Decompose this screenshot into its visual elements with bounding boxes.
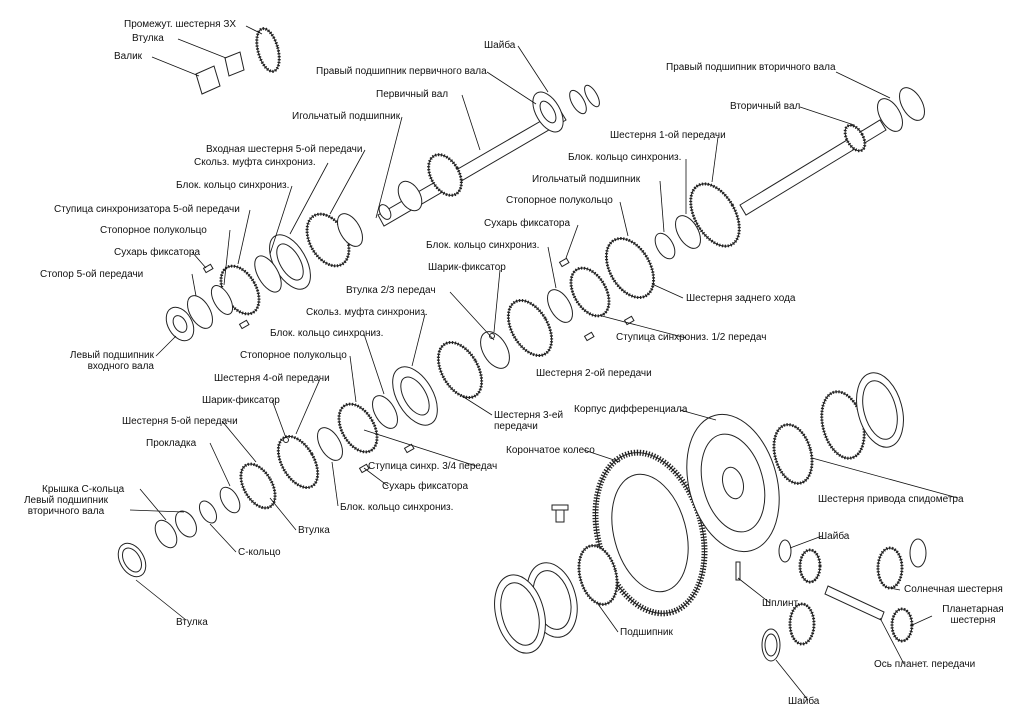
label-idler-shaft: Валик <box>114 51 143 62</box>
label-gear-4: Шестерня 4-ой передачи <box>214 373 330 384</box>
ball-detent-low <box>283 437 289 443</box>
input-shaft-assembly <box>165 84 600 342</box>
label-pinion-shaft: Ось планет. передачи <box>874 659 976 670</box>
right-bearing-output <box>877 98 903 132</box>
label-key-low: Сухарь фиксатора <box>382 481 469 492</box>
label-input-shaft: Первичный вал <box>376 89 449 100</box>
label-right-bearing-output: Правый подшипник вторичного вала <box>666 62 836 73</box>
leader-lines <box>129 25 959 701</box>
label-sun-gear: Солнечная шестерня <box>904 584 1003 595</box>
differential-assembly <box>494 372 927 662</box>
label-speedo-gear: Шестерня привода спидометра <box>818 494 964 505</box>
label-planet-gear: Планетарная шестерня <box>942 604 1004 626</box>
label-washer-bottom: Шайба <box>788 696 820 707</box>
label-c-ring-cover: Крышка С-кольца <box>42 484 125 495</box>
label-half-ring-low: Стопорное полукольцо <box>240 350 347 361</box>
label-ball-detent-low: Шарик-фиксатор <box>202 395 280 406</box>
label-bearing-diff: Подшипник <box>620 627 673 638</box>
label-gear-5: Шестерня 5-ой передачи <box>122 416 238 427</box>
label-blocker-ring-r1: Блок. кольцо синхрониз. <box>568 152 682 163</box>
c-ring <box>198 500 218 524</box>
label-key-mid: Сухарь фиксатора <box>484 218 571 229</box>
ball-detent-mid <box>489 333 495 339</box>
label-gasket: Прокладка <box>146 438 197 449</box>
label-gear-2: Шестерня 2-ой передачи <box>536 368 652 379</box>
idler-gear-assembly <box>195 27 281 95</box>
gasket <box>219 486 241 514</box>
label-left-bearing-output: Левый подшипник вторичного вала <box>23 495 109 517</box>
label-right-bearing-input: Правый подшипник первичного вала <box>316 66 487 77</box>
label-sync-sleeve-top: Скольз. муфта синхрониз. <box>194 157 316 168</box>
label-output-shaft: Вторичный вал <box>730 101 801 112</box>
label-blocker-ring-mid: Блок. кольцо синхрониз. <box>426 240 540 251</box>
blocker-ring-r1 <box>675 215 701 249</box>
cotter-pin <box>735 561 741 581</box>
washer-sun <box>909 538 927 568</box>
output-shaft <box>739 119 887 216</box>
key-mid <box>558 257 570 268</box>
label-stop-5: Стопор 5-ой передачи <box>40 269 144 280</box>
stop-5 <box>187 295 213 329</box>
idler-shaft <box>195 65 221 95</box>
label-idler-bushing: Втулка <box>132 33 164 44</box>
label-bushing-bottom: Втулка <box>176 617 208 628</box>
label-hub-5: Ступица синхронизатора 5-ой передачи <box>54 204 240 215</box>
label-diff-case: Корпус дифференциала <box>574 404 688 415</box>
label-reverse-gear: Шестерня заднего хода <box>686 293 796 304</box>
blocker-ring-mid2 <box>372 395 398 429</box>
label-needle-bearing-mid: Игольчатый подшипник <box>532 174 641 185</box>
label-bushing-23: Втулка 2/3 передач <box>346 285 436 296</box>
idler-bushing <box>224 51 245 77</box>
key-top <box>202 263 214 274</box>
label-hub-12: Ступица синхрониз. 1/2 передач <box>616 332 767 343</box>
label-left-bearing-input: Левый подшипник входного вала <box>69 350 154 372</box>
needle-bearing-mid <box>654 232 676 260</box>
label-washer-top: Шайба <box>484 40 516 51</box>
label-ring-gear: Корончатое колесо <box>506 445 595 456</box>
washer-top <box>569 89 587 115</box>
label-half-ring-top: Стопорное полукольцо <box>100 225 207 236</box>
label-bushing-low: Втулка <box>298 525 330 536</box>
label-washer-r: Шайба <box>818 531 850 542</box>
c-ring-cover <box>154 519 178 549</box>
label-cotter-pin: Шплинт <box>762 598 799 609</box>
bushing-23 <box>480 331 510 369</box>
label-gear-3: Шестерня 3-ей передачи <box>494 410 564 432</box>
label-c-ring: С-кольцо <box>238 547 281 558</box>
blocker-ring-top <box>254 255 282 293</box>
label-ball-detent-mid: Шарик-фиксатор <box>428 262 506 273</box>
pinion-shaft <box>824 585 885 621</box>
key-low <box>403 443 415 454</box>
gear-5 <box>240 463 276 509</box>
label-blocker-ring-low: Блок. кольцо синхрониз. <box>340 502 454 513</box>
input-shaft <box>377 109 567 227</box>
blocker-ring-low <box>317 427 343 461</box>
label-needle-bearing-top: Игольчатый подшипник <box>292 111 401 122</box>
label-sync-sleeve-mid: Скольз. муфта синхрониз. <box>306 307 428 318</box>
label-input-gear-5: Входная шестерня 5-ой передачи <box>206 144 363 155</box>
output-shaft-assembly <box>117 87 925 578</box>
label-hub-34: Ступица синхр. 3/4 передач <box>368 461 498 472</box>
label-half-ring-mid: Стопорное полукольцо <box>506 195 613 206</box>
label-gear-1: Шестерня 1-ой передачи <box>610 130 726 141</box>
label-idler-gear: Промежут. шестерня ЗХ <box>124 19 237 30</box>
blocker-ring-mid <box>547 289 573 323</box>
washer-r <box>778 539 792 563</box>
label-blocker-ring-top: Блок. кольцо синхрониз. <box>176 180 290 191</box>
label-key-top: Сухарь фиксатора <box>114 247 201 258</box>
label-blocker-ring-mid2: Блок. кольцо синхрониз. <box>270 328 384 339</box>
